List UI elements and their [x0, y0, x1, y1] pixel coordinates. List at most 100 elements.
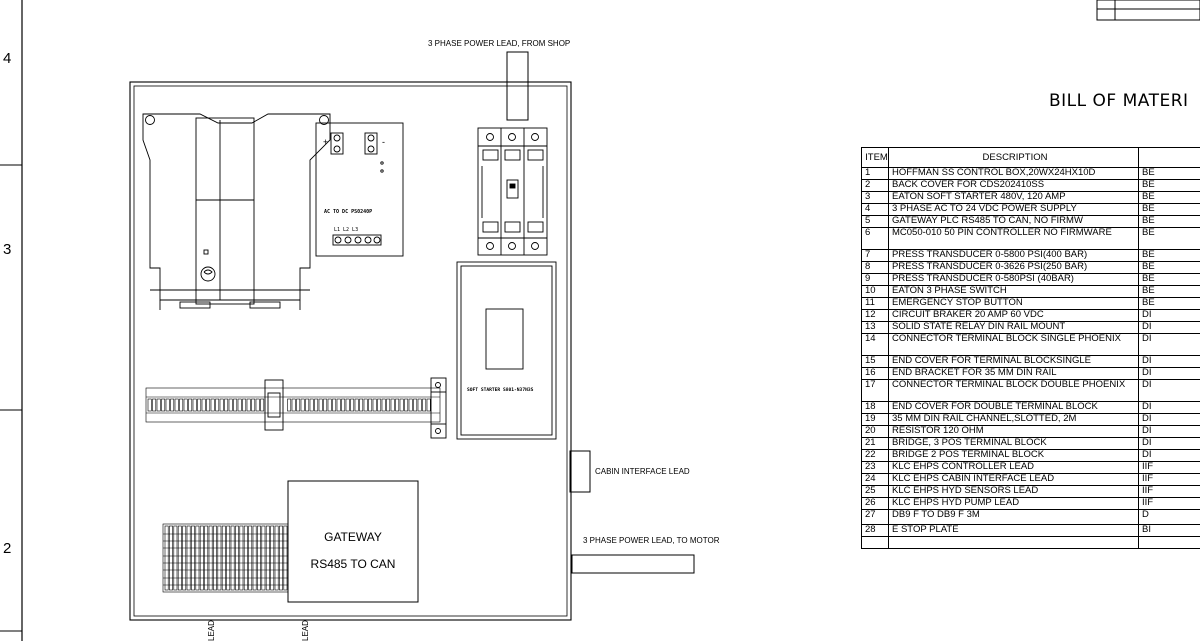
bom-item-number: 4 — [861, 203, 889, 216]
three-phase-switch — [477, 127, 548, 256]
power-out-label: 3 PHASE POWER LEAD, TO MOTOR — [583, 536, 720, 545]
terminal-block — [226, 525, 231, 591]
terminal-block — [170, 398, 175, 412]
bom-description: 35 MM DIN RAIL CHANNEL,SLOTTED, 2M — [888, 413, 1139, 426]
bom-item-number: 15 — [861, 355, 889, 368]
terminal-block — [381, 398, 386, 412]
bom-part-number: DI — [1138, 367, 1200, 380]
bom-description: EMERGENCY STOP BUTTON — [888, 297, 1139, 310]
terminal-block — [239, 525, 244, 591]
terminal-block — [248, 525, 253, 591]
terminal-block — [390, 398, 395, 412]
bom-part-number: DI — [1138, 413, 1200, 426]
power-out-cable — [571, 554, 695, 574]
bom-description: KLC EHPS HYD PUMP LEAD — [888, 497, 1139, 510]
terminal-block — [287, 398, 292, 412]
bom-item-number: 26 — [861, 497, 889, 510]
terminal-block — [350, 398, 355, 412]
terminal-block — [404, 398, 409, 412]
terminal-block — [183, 398, 188, 412]
cabin-lead-label: CABIN INTERFACE LEAD — [595, 467, 690, 476]
terminal-block — [260, 398, 265, 412]
bottom-lead-label-2: LEAD — [301, 620, 310, 641]
bom-item-number — [861, 536, 889, 549]
bom-description: RESISTOR 120 OHM — [888, 425, 1139, 438]
bom-item-number: 27 — [861, 509, 889, 525]
terminal-block — [408, 398, 413, 412]
bom-item-number: 14 — [861, 333, 889, 356]
terminal-block — [243, 525, 248, 591]
bom-item-number: 22 — [861, 449, 889, 462]
terminal-block — [274, 525, 279, 591]
bom-description: KLC EHPS HYD SENSORS LEAD — [888, 485, 1139, 498]
bom-part-number: BE — [1138, 215, 1200, 228]
bom-part-number: IIF — [1138, 485, 1200, 498]
terminal-block — [399, 398, 404, 412]
terminal-block — [164, 525, 169, 591]
terminal-block — [372, 398, 377, 412]
bom-part-number: DI — [1138, 449, 1200, 462]
terminal-block — [173, 525, 178, 591]
zone-label-4: 4 — [3, 50, 11, 67]
terminal-block — [201, 398, 206, 412]
bom-title: BILL OF MATERI — [1049, 91, 1189, 111]
bom-part-number: BI — [1138, 524, 1200, 537]
terminal-block — [186, 525, 191, 591]
bom-description: 3 PHASE AC TO 24 VDC POWER SUPPLY — [888, 203, 1139, 216]
terminal-block — [305, 398, 310, 412]
bom-description: PRESS TRANSDUCER 0-3626 PSI(250 BAR) — [888, 261, 1139, 274]
terminal-block — [174, 398, 179, 412]
bom-description: KLC EHPS CABIN INTERFACE LEAD — [888, 473, 1139, 486]
terminal-block — [169, 525, 173, 591]
ps-model-label: AC TO DC PS0240P — [324, 209, 372, 215]
bom-part-number: BE — [1138, 227, 1200, 250]
terminal-block — [368, 398, 373, 412]
terminal-block — [152, 398, 157, 412]
bom-description: SOLID STATE RELAY DIN RAIL MOUNT — [888, 321, 1139, 334]
bom-item-number: 18 — [861, 401, 889, 414]
terminal-block — [161, 398, 166, 412]
terminal-block — [363, 398, 368, 412]
terminal-block — [332, 398, 337, 412]
terminal-block — [235, 525, 239, 591]
terminal-block — [213, 525, 217, 591]
bom-part-number — [1138, 536, 1200, 549]
terminal-block — [204, 525, 209, 591]
terminal-block-rail-lower — [162, 523, 290, 593]
terminal-block-rail-upper — [145, 387, 441, 423]
bom-part-number: BE — [1138, 297, 1200, 310]
bom-item-number: 24 — [861, 473, 889, 486]
terminal-block — [327, 398, 332, 412]
terminal-block — [246, 398, 251, 412]
bom-part-number: DI — [1138, 437, 1200, 450]
terminal-block — [191, 525, 195, 591]
bom-part-number: BE — [1138, 261, 1200, 274]
bom-item-number: 3 — [861, 191, 889, 204]
bom-description: END COVER FOR TERMINAL BLOCKSINGLE — [888, 355, 1139, 368]
bom-part-number: DI — [1138, 321, 1200, 334]
terminal-block — [182, 525, 187, 591]
bom-item-number: 13 — [861, 321, 889, 334]
bom-description: EATON 3 PHASE SWITCH — [888, 285, 1139, 298]
terminal-block — [417, 398, 422, 412]
terminal-block — [377, 398, 382, 412]
bom-part-number: DI — [1138, 355, 1200, 368]
